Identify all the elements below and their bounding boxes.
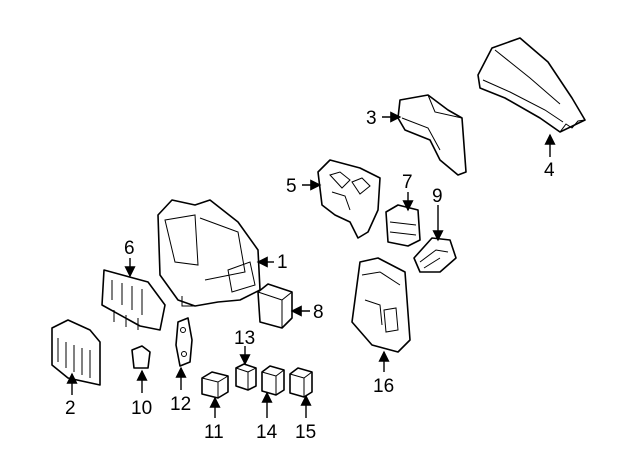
callout-15: 15: [295, 422, 316, 443]
part-fuse-10[interactable]: [131, 345, 151, 369]
callout-7: 7: [402, 172, 413, 193]
part-fuse-cover[interactable]: [51, 319, 101, 386]
callout-10: 10: [131, 398, 152, 419]
part-upper-cover[interactable]: [477, 37, 586, 133]
part-connector-housing[interactable]: [413, 237, 457, 273]
part-relay-14[interactable]: [261, 365, 285, 396]
part-relay-connector[interactable]: [385, 204, 421, 247]
part-relay-box-cover[interactable]: [397, 94, 467, 176]
part-relay-15[interactable]: [289, 367, 313, 398]
part-fuse-block[interactable]: [317, 159, 381, 239]
callout-12: 12: [170, 394, 191, 415]
part-relay-8[interactable]: [257, 283, 293, 329]
callout-11: 11: [204, 422, 224, 443]
callout-3: 3: [366, 108, 377, 129]
part-mini-relay[interactable]: [201, 371, 229, 399]
callout-5: 5: [286, 176, 297, 197]
callout-16: 16: [373, 376, 394, 397]
callout-13: 13: [234, 328, 255, 349]
part-fuse-box-housing[interactable]: [157, 199, 261, 307]
callout-1: 1: [277, 252, 288, 273]
part-terminal-block[interactable]: [101, 269, 166, 331]
callout-14: 14: [256, 422, 278, 443]
callout-6: 6: [124, 238, 135, 259]
callout-4: 4: [544, 160, 555, 181]
part-control-module[interactable]: [351, 257, 411, 353]
leader-arrows: [66, 111, 556, 418]
callout-2: 2: [65, 398, 76, 419]
part-fuse-strip[interactable]: [175, 317, 193, 367]
callout-9: 9: [432, 186, 443, 207]
callout-labels: 1 2 3 4 5 6 7 8 9 10 11 12 13 14 15 16: [65, 108, 555, 443]
part-relay-13[interactable]: [235, 363, 257, 391]
callout-8: 8: [313, 302, 324, 323]
